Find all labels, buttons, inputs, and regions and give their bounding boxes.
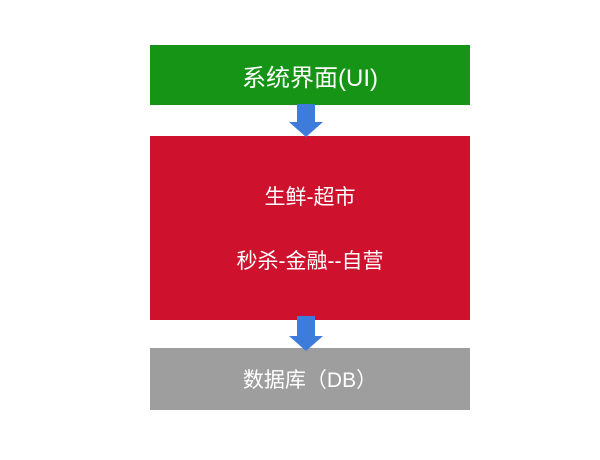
db-box: 数据库（DB） [150, 348, 470, 410]
arrow-head [289, 336, 323, 351]
middle-box-line2: 秒杀-金融--自营 [236, 250, 384, 273]
db-box-label: 数据库（DB） [242, 369, 378, 392]
arrow-stem [297, 104, 315, 122]
arrow-down-icon [289, 316, 323, 351]
arrow-down-icon [289, 104, 323, 137]
ui-box-label: 系统界面(UI) [242, 64, 378, 92]
arrow-head [289, 122, 323, 137]
arrow-stem [297, 316, 315, 336]
ui-box: 系统界面(UI) [150, 45, 470, 105]
middle-box-line1: 生鲜-超市 [264, 186, 356, 209]
middle-box: 生鲜-超市 秒杀-金融--自营 [150, 136, 470, 320]
